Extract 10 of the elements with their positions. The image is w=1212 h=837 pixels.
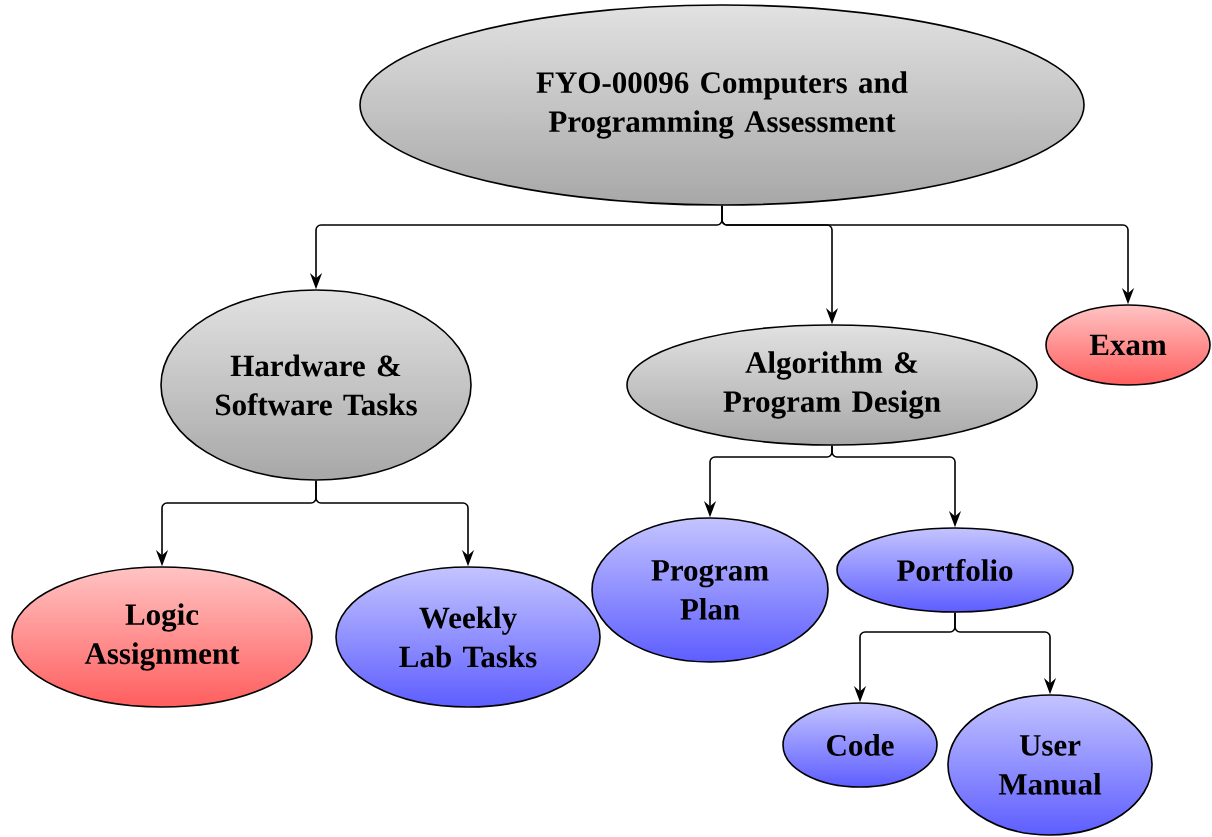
- ellipse-node: Code: [782, 702, 938, 788]
- ellipse-node: Algorithm & Program Design: [626, 324, 1038, 446]
- ellipse-node: User Manual: [947, 694, 1153, 836]
- ellipse-node: Portfolio: [836, 527, 1074, 613]
- ellipse-node: Weekly Lab Tasks: [335, 566, 601, 708]
- ellipse-node: FYO-00096 Computers and Programming Assessment: [359, 4, 1085, 206]
- ellipse-node: Exam: [1045, 304, 1211, 386]
- ellipse-node: Logic Assignment: [11, 566, 313, 708]
- ellipse-node: Program Plan: [591, 517, 829, 663]
- ellipse-node: Hardware & Software Tasks: [160, 289, 472, 481]
